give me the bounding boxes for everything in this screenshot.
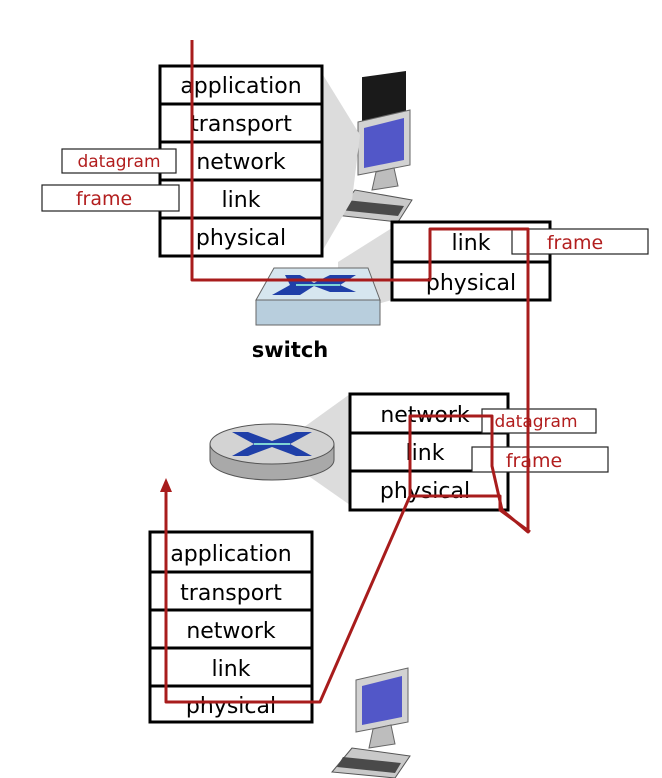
layer-network: network: [186, 619, 276, 644]
switch-label: switch: [252, 338, 329, 362]
layer-application: application: [170, 542, 291, 567]
host-bottom-stack: application transport network link physi…: [148, 530, 314, 724]
host-top-stack: application transport network link physi…: [158, 64, 324, 258]
router-icon: [209, 423, 335, 481]
layer-link: link: [212, 657, 251, 682]
layer-transport: transport: [190, 112, 292, 137]
layer-physical: physical: [186, 694, 276, 719]
callout-top-host: [320, 70, 360, 255]
computer-icon-top: [334, 70, 413, 223]
data-path: [164, 40, 531, 704]
svg-text:datagram: datagram: [77, 152, 160, 172]
svg-text:frame: frame: [547, 232, 603, 254]
switch-layer-physical: physical: [426, 271, 516, 296]
switch-frame-tag: frame: [511, 228, 649, 255]
computer-icon-bottom: [331, 667, 411, 778]
svg-text:frame: frame: [76, 188, 132, 210]
layer-transport: transport: [180, 581, 282, 606]
path-host-to-switch: [190, 40, 530, 520]
layer-application: application: [180, 74, 301, 99]
layer-network: network: [196, 150, 286, 175]
host-top-datagram-tag: datagram: [61, 148, 177, 174]
switch-icon: [255, 267, 381, 326]
switch-layer-link: link: [452, 231, 491, 256]
router-layer-physical: physical: [380, 479, 470, 504]
host-top-frame-tag: frame: [41, 184, 180, 212]
path-router-to-host: [164, 490, 412, 704]
router-frame-tag: frame: [471, 446, 609, 473]
router-datagram-tag: datagram: [481, 408, 597, 434]
layer-physical: physical: [196, 226, 286, 251]
svg-text:frame: frame: [506, 450, 562, 472]
path-through-router: [408, 414, 531, 534]
svg-text:datagram: datagram: [494, 412, 577, 432]
arrow-head-icon: [160, 478, 172, 492]
router-layer-link: link: [406, 441, 445, 466]
layer-link: link: [222, 188, 261, 213]
